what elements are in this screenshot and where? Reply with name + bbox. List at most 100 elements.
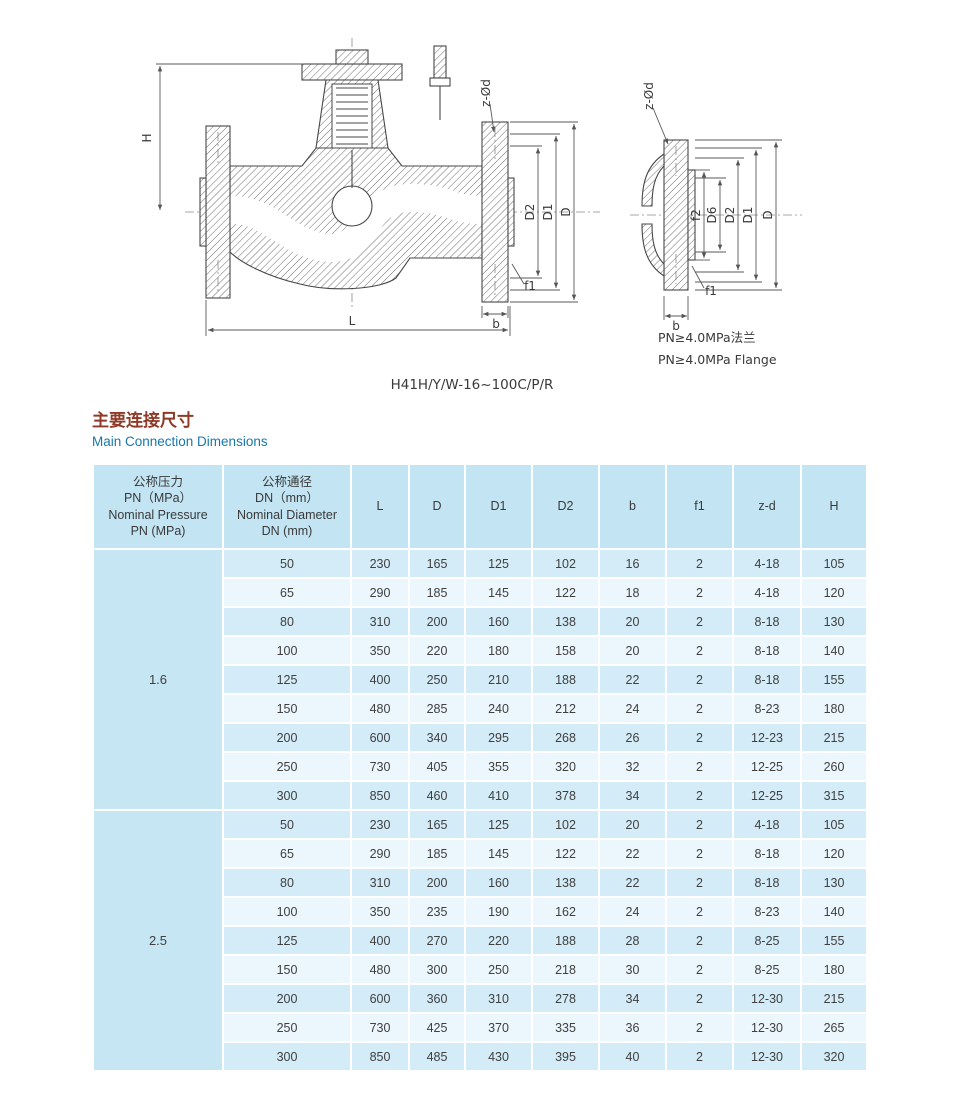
table-cell: 2	[667, 956, 732, 983]
table-cell: 295	[466, 724, 531, 751]
table-cell: 12-25	[734, 753, 800, 780]
table-cell: 285	[410, 695, 464, 722]
table-cell: 4-18	[734, 579, 800, 606]
table-cell: 8-18	[734, 637, 800, 664]
table-cell: 460	[410, 782, 464, 809]
dim-label-b: b	[492, 317, 500, 331]
table-cell: 138	[533, 608, 598, 635]
table-cell: 160	[466, 608, 531, 635]
table-cell: 130	[802, 608, 866, 635]
table-cell: 210	[466, 666, 531, 693]
dimensions-table: 公称压力 PN（MPa） Nominal Pressure PN (MPa) 公…	[92, 463, 868, 1072]
table-cell: 410	[466, 782, 531, 809]
flange-neck-upper	[641, 152, 665, 207]
table-cell: 230	[352, 811, 408, 838]
table-cell: 150	[224, 695, 350, 722]
table-cell: 34	[600, 782, 665, 809]
dim-label-z-d: z-Ød	[642, 82, 656, 110]
table-cell: 165	[410, 811, 464, 838]
table-cell: 2	[667, 869, 732, 896]
table-cell: 162	[533, 898, 598, 925]
table-cell: 405	[410, 753, 464, 780]
spring-coil	[336, 87, 368, 145]
table-cell: 8-18	[734, 666, 800, 693]
table-cell: 22	[600, 869, 665, 896]
header-row: 公称压力 PN（MPa） Nominal Pressure PN (MPa) 公…	[94, 465, 866, 548]
table-cell: 24	[600, 898, 665, 925]
valve-cross-section-svg: H L D2 D1 D z-Ød b	[140, 38, 802, 393]
table-cell: 4-18	[734, 550, 800, 577]
table-cell: 250	[410, 666, 464, 693]
table-cell: 350	[352, 898, 408, 925]
bonnet-flange	[301, 63, 403, 81]
table-cell: 300	[410, 956, 464, 983]
table-cell: 218	[533, 956, 598, 983]
table-cell: 4-18	[734, 811, 800, 838]
table-cell: 350	[352, 637, 408, 664]
dim-label-D1: D1	[741, 207, 755, 224]
table-cell: 155	[802, 927, 866, 954]
table-cell: 158	[533, 637, 598, 664]
table-cell: 2	[667, 840, 732, 867]
table-cell: 20	[600, 637, 665, 664]
table-cell: 190	[466, 898, 531, 925]
table-cell: 2	[667, 579, 732, 606]
table-cell: 730	[352, 753, 408, 780]
table-cell: 24	[600, 695, 665, 722]
table-cell: 2	[667, 782, 732, 809]
table-cell: 235	[410, 898, 464, 925]
table-cell: 165	[410, 550, 464, 577]
table-cell: 180	[802, 956, 866, 983]
table-cell: 2	[667, 1043, 732, 1070]
table-cell: 105	[802, 811, 866, 838]
table-cell: 102	[533, 811, 598, 838]
table-cell: 300	[224, 1043, 350, 1070]
table-cell: 105	[802, 550, 866, 577]
table-cell: 30	[600, 956, 665, 983]
dim-label-D: D	[761, 210, 775, 219]
table-cell: 360	[410, 985, 464, 1012]
table-cell: 2	[667, 637, 732, 664]
table-cell: 395	[533, 1043, 598, 1070]
table-cell: 480	[352, 956, 408, 983]
dim-label-D6: D6	[705, 207, 719, 224]
table-cell: 8-23	[734, 695, 800, 722]
table-cell: 8-18	[734, 869, 800, 896]
table-cell: 40	[600, 1043, 665, 1070]
table-cell: 310	[466, 985, 531, 1012]
table-cell: 2	[667, 898, 732, 925]
table-cell: 188	[533, 666, 598, 693]
table-cell: 600	[352, 724, 408, 751]
col-header-D1: D1	[466, 465, 531, 548]
leader-line	[652, 107, 669, 145]
table-cell: 2	[667, 666, 732, 693]
table-cell: 122	[533, 840, 598, 867]
table-cell: 20	[600, 608, 665, 635]
table-cell: 600	[352, 985, 408, 1012]
table-cell: 125	[466, 811, 531, 838]
table-cell: 20	[600, 811, 665, 838]
col-header-z-d: z-d	[734, 465, 800, 548]
table-cell: 230	[352, 550, 408, 577]
table-cell: 8-18	[734, 840, 800, 867]
table-cell: 145	[466, 840, 531, 867]
col-header-f1: f1	[667, 465, 732, 548]
table-cell: 122	[533, 579, 598, 606]
dim-label-H: H	[140, 133, 154, 142]
dim-label-z-d: z-Ød	[479, 79, 493, 107]
table-cell: 485	[410, 1043, 464, 1070]
table-cell: 2	[667, 927, 732, 954]
table-cell: 34	[600, 985, 665, 1012]
leader-line	[691, 265, 705, 289]
